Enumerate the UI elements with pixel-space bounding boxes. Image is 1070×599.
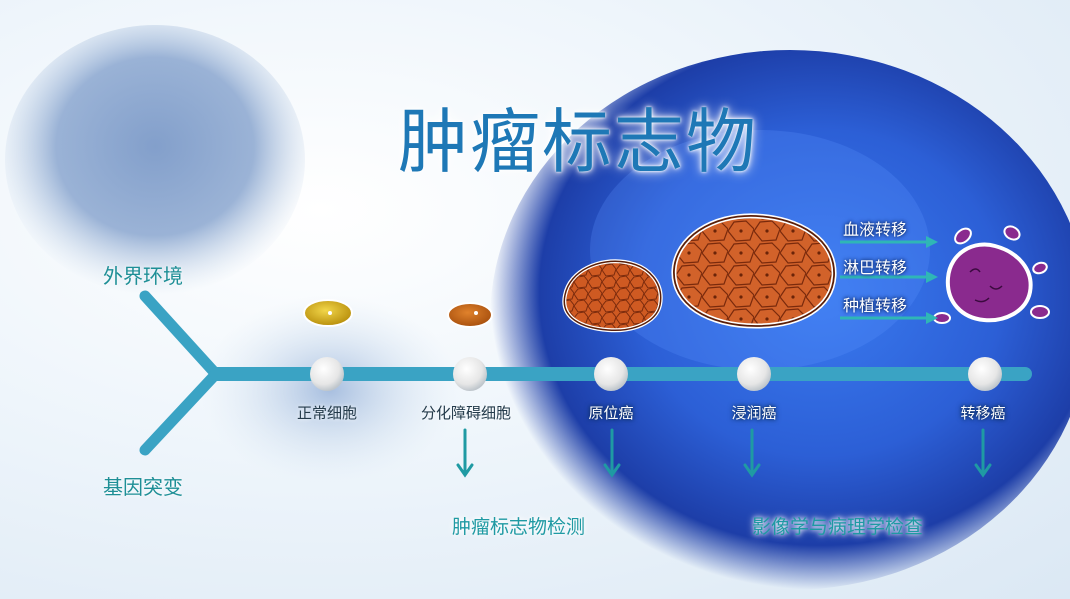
timeline-fork (139, 290, 221, 456)
node-metastatic-cancer (968, 357, 1002, 391)
metastasis-arrows (840, 236, 938, 324)
invasive-cancer-outline (673, 215, 835, 327)
stage-nodes (310, 357, 1002, 391)
stage-label-dysplasia: 分化障碍细胞 (420, 404, 512, 422)
stage-label-metastatic-cancer: 转移癌 (960, 404, 1006, 422)
down-arrows (456, 428, 992, 478)
node-dysplasia (453, 357, 487, 391)
down-arrow-in-situ (603, 428, 621, 478)
normal-cell-nucleus-icon (328, 311, 332, 315)
blurred-cell-background (5, 25, 305, 295)
down-arrow-dysplasia (456, 428, 474, 478)
branch-gene-mutation: 基因突变 (103, 475, 183, 499)
stage-label-normal-cell: 正常细胞 (296, 404, 358, 422)
stage-label-carcinoma-in-situ: 原位癌 (588, 404, 634, 422)
route-blood: 血液转移 (843, 220, 908, 239)
down-arrow-invasive (743, 428, 761, 478)
stage-label-invasive-cancer: 浸润癌 (731, 404, 777, 422)
route-lymph: 淋巴转移 (843, 258, 908, 277)
dysplasia-cell-nucleus-icon (474, 311, 478, 315)
route-implantation: 种植转移 (843, 296, 908, 315)
detection-marker-test: 肿瘤标志物检测 (452, 516, 586, 538)
node-invasive-cancer (737, 357, 771, 391)
detection-imaging-pathology: 影像学与病理学检查 (752, 516, 924, 538)
branch-environment: 外界环境 (103, 264, 183, 288)
dysplasia-cell-icon (447, 302, 493, 328)
node-carcinoma-in-situ (594, 357, 628, 391)
page-title: 肿瘤标志物 (398, 101, 758, 183)
metastatic-cell-icon (933, 225, 1050, 324)
down-arrow-metastatic (974, 428, 992, 478)
node-normal-cell (310, 357, 344, 391)
carcinoma-in-situ-icon (562, 259, 663, 333)
carcinoma-in-situ-outline (563, 260, 662, 332)
